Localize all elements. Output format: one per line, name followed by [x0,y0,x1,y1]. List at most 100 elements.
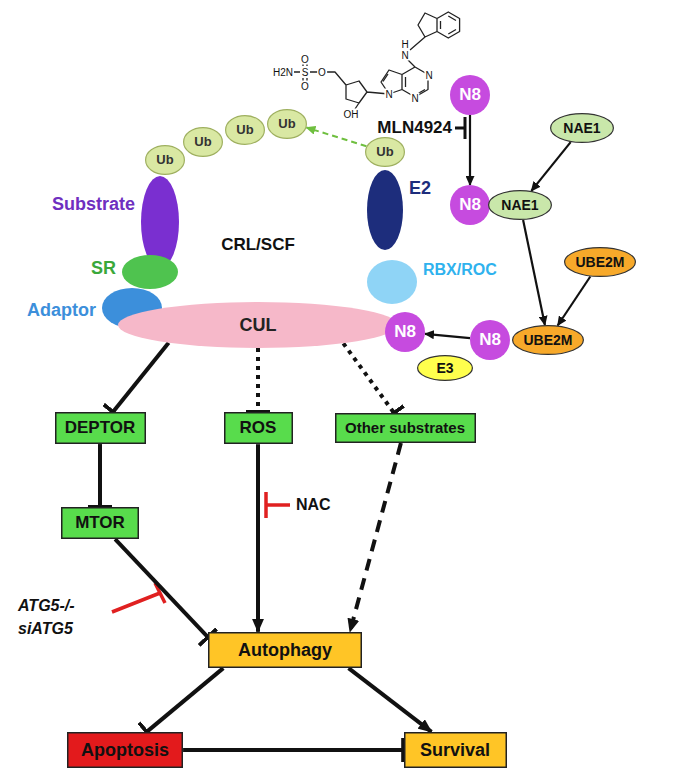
arrow-connector [306,128,366,147]
node-text: DEPTOR [65,418,136,438]
node-heading: E2 [409,178,431,199]
ub-circle: Ub [365,137,405,167]
arrow-connector [558,277,591,326]
sirna-label: siATG5 [18,620,73,638]
oval-shape [418,356,473,381]
nedd8-circle: N8 [385,312,425,352]
oval-shape [122,255,178,289]
arrow-connector [531,142,570,191]
substrate-oval: Substrate [141,176,179,268]
inhibition-connector [183,748,403,752]
oval-shape [489,191,552,220]
oval-shape [367,260,417,304]
complex-name: CRL/SCF [221,236,295,255]
atom-label: H [400,39,409,50]
node-text: UBE2M [523,332,572,348]
ub-circle: Ub [225,115,265,145]
arrow-connector [425,334,470,338]
drug-name: MLN4924 [377,119,452,138]
inhibition-bar [455,117,465,139]
arrow-connector [256,444,260,632]
node-text: N8 [479,330,501,350]
oval-shape [513,326,584,355]
process-box: Survival [404,732,507,768]
cullin-ellipse: CUL [118,302,398,348]
box-shape [55,413,145,444]
mln4924-structure [294,12,460,109]
node-text: N8 [459,195,481,215]
box-shape [335,414,475,443]
arrow-connector [523,220,545,325]
oval-shape [565,248,636,277]
atom-label: N [424,70,433,81]
process-box: Apoptosis [67,732,183,768]
nedd8-circle: N8 [450,75,490,115]
ub-circle: Ub [145,145,185,175]
ub-circle: Ub [267,109,307,139]
arrow-connector [350,443,401,632]
oval-shape [118,302,398,348]
ube2m-oval: UBE2M [512,325,584,355]
node-text: Apoptosis [81,740,169,761]
process-box: Autophagy [208,632,362,668]
atom-label: O [300,54,310,65]
oval-shape [366,138,405,167]
node-heading: Adaptor [27,300,96,321]
oval-shape [367,170,403,250]
process-box: MTOR [61,507,139,539]
atom-label: N [400,50,409,61]
node-text: Ub [278,117,295,132]
oval-shape [184,128,223,157]
atom-label: O [317,67,327,78]
rbx-oval: RBX/ROC [367,260,417,304]
arrow-connector [469,115,471,185]
nedd8-circle: N8 [450,185,490,225]
structure-bonds [294,12,460,109]
process-box: DEPTOR [55,412,146,444]
node-text: Ub [376,145,393,160]
node-text: N8 [394,322,416,342]
node-text: NAE1 [563,120,600,136]
process-box: ROS [224,412,293,444]
box-shape [209,633,362,668]
inhibition-connector [113,343,169,412]
inhibition-connector [147,668,224,732]
nedd8-circle: N8 [470,320,510,360]
rbx-oval-outline [367,260,417,304]
inhibition-connector [115,539,208,637]
atom-label: O [300,81,310,92]
oval-shape [450,75,490,115]
node-text: CUL [240,315,277,336]
atom-label: N [384,89,393,100]
node-text: N8 [459,85,481,105]
node-text: ROS [240,418,277,438]
inhibition-connector [98,444,102,507]
ub-circle: Ub [183,127,223,157]
node-text: Ub [156,153,173,168]
atom-label: OH [343,109,360,120]
nae1-oval: NAE1 [550,113,614,143]
inhibitor-name: NAC [296,496,331,514]
node-text: NAE1 [501,197,538,213]
node-text: Autophagy [238,640,332,661]
atom-label: N [410,93,419,104]
nac-inhibitor [266,492,290,518]
substrate-receptor-shape: SR [122,255,178,289]
box-shape [404,733,506,768]
e2-oval: E2 [367,170,403,250]
oval-shape [450,185,490,225]
atom-label: S [301,67,310,78]
e2-oval-outline [367,170,403,250]
substrate-oval-outline [141,176,179,268]
node-text: Ub [236,123,253,138]
node-text: MTOR [75,513,125,533]
arrow-connector [349,668,432,732]
genotype-label: ATG5-/- [18,597,75,615]
node-text: UBE2M [575,254,624,270]
inhibition-connector [256,348,260,412]
oval-shape [470,320,510,360]
node-text: Other substrates [345,419,465,436]
box-shape [68,733,183,768]
substrate-receptor-shape-outline [122,255,178,289]
